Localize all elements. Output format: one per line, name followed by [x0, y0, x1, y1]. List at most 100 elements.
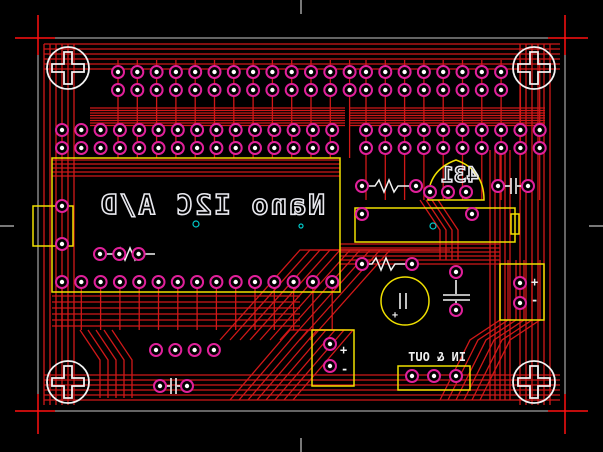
pad — [168, 83, 183, 97]
pad — [284, 83, 299, 97]
pad — [55, 275, 69, 289]
pad — [342, 83, 357, 97]
pad — [323, 337, 337, 351]
trace — [471, 260, 533, 401]
pad — [168, 65, 183, 79]
pad — [494, 141, 509, 155]
connector-bottom-mid-outline — [311, 329, 355, 387]
pad — [455, 83, 470, 97]
pad — [532, 123, 547, 137]
pad — [190, 141, 205, 155]
pad — [226, 65, 241, 79]
pad — [130, 65, 145, 79]
ic-outline — [354, 207, 516, 243]
pad — [112, 247, 127, 261]
trace — [79, 329, 101, 398]
board-title-label: Nano I2C A/D — [99, 188, 325, 221]
pad — [305, 141, 320, 155]
trace — [95, 329, 117, 398]
pad — [474, 141, 489, 155]
mounting-hole-icon — [512, 360, 556, 404]
pad — [93, 141, 108, 155]
pad — [267, 141, 282, 155]
pad — [248, 275, 262, 289]
pad — [226, 83, 241, 97]
board-edge — [37, 37, 566, 412]
pad — [93, 275, 108, 289]
pad — [132, 123, 147, 137]
pad — [209, 141, 224, 155]
trace — [463, 260, 525, 401]
pad — [397, 123, 412, 137]
pad — [93, 247, 107, 261]
minus-label-right: - — [531, 293, 538, 307]
pad — [305, 275, 320, 289]
crosshair-icon — [15, 394, 55, 434]
pad — [149, 65, 164, 79]
pad — [513, 123, 528, 137]
pad — [441, 185, 455, 199]
connector-in-out-outline — [397, 365, 471, 391]
pad — [325, 141, 340, 155]
pad — [491, 179, 505, 193]
ic-431-label: 431 — [441, 163, 479, 187]
pad — [397, 65, 412, 79]
trace — [309, 249, 450, 341]
trace — [111, 329, 133, 398]
pad — [286, 141, 301, 155]
pad — [188, 83, 203, 97]
pad — [248, 123, 262, 137]
via — [429, 222, 437, 230]
pad — [209, 275, 224, 289]
pad — [112, 275, 127, 289]
via — [298, 223, 304, 229]
connector-right-outline — [499, 263, 545, 321]
pad — [513, 296, 527, 310]
pad — [284, 65, 299, 79]
pad — [55, 199, 69, 213]
minus-label-mid: - — [341, 362, 348, 376]
mounting-hole-icon — [512, 46, 556, 90]
pad — [513, 141, 528, 155]
silkscreen-outlines — [32, 157, 545, 391]
pad — [111, 83, 125, 97]
pad — [416, 123, 431, 137]
plus-label-right: + — [531, 275, 538, 289]
vias — [192, 220, 437, 230]
pad — [190, 123, 205, 137]
pad — [494, 123, 509, 137]
mounting-hole-icon — [46, 46, 90, 90]
via — [192, 220, 200, 228]
pad — [436, 83, 451, 97]
crosshair-icon — [15, 15, 55, 55]
crosshair-icon — [548, 15, 588, 55]
pad — [359, 141, 373, 155]
pad — [132, 275, 147, 289]
pad — [397, 83, 412, 97]
pad — [342, 65, 357, 79]
pad — [265, 65, 280, 79]
pad — [494, 83, 509, 97]
plus-label-mid: + — [340, 343, 347, 357]
pad — [521, 179, 535, 193]
pad — [228, 275, 243, 289]
pad — [359, 83, 373, 97]
pad — [246, 65, 261, 79]
pad — [474, 65, 489, 79]
trace — [87, 329, 109, 398]
in-out-label: IN & OUT — [408, 350, 466, 364]
pad — [325, 123, 340, 137]
component-pads — [55, 65, 547, 393]
pad — [151, 123, 166, 137]
pad — [286, 123, 301, 137]
pad — [304, 83, 318, 97]
pad — [74, 141, 89, 155]
pad — [455, 141, 470, 155]
pad — [513, 276, 527, 290]
pad — [190, 275, 205, 289]
pad — [132, 141, 147, 155]
pad — [228, 141, 243, 155]
resistor-r1 — [355, 178, 416, 194]
pad — [455, 65, 470, 79]
